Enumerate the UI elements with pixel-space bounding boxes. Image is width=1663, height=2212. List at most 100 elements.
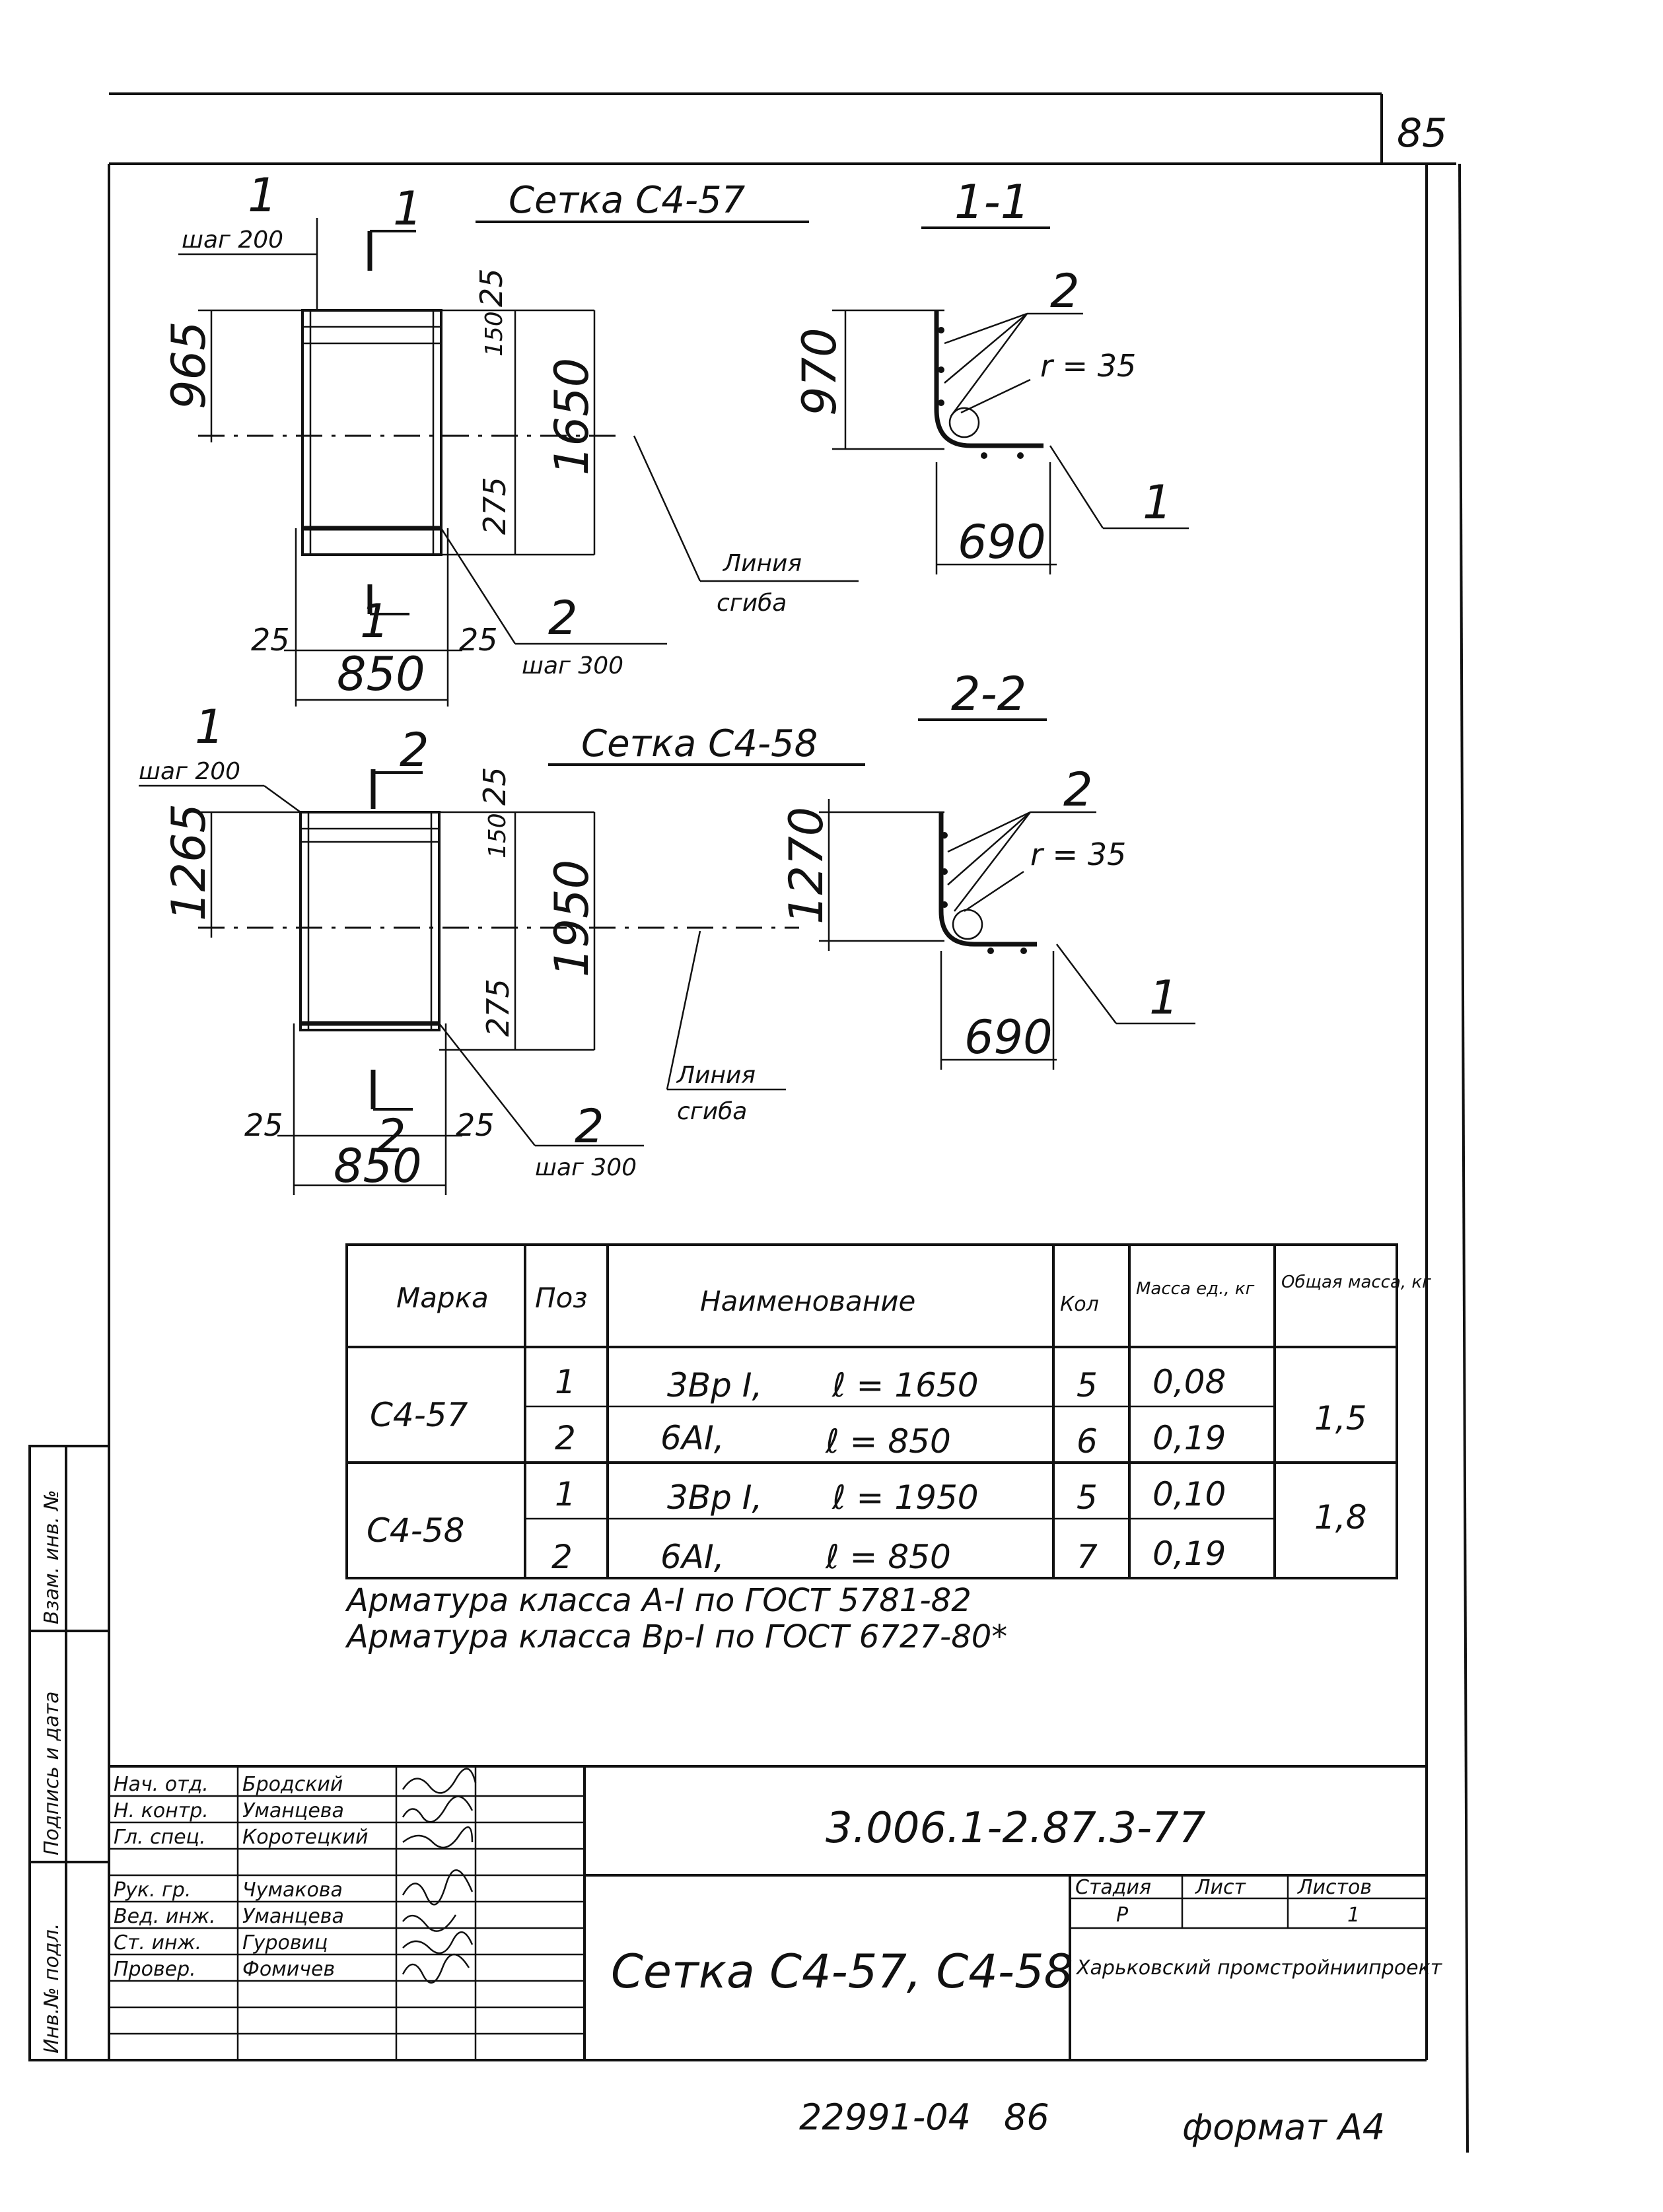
mesh-2-sec-pos-1: 1: [1149, 971, 1179, 1025]
spec-row-1-qty: 5: [1077, 1366, 1098, 1404]
spec-row-3-mass: 0,10: [1152, 1475, 1226, 1513]
spec-row-1-length: ℓ = 1650: [832, 1366, 979, 1404]
mesh-1-callout-1-step: шаг 200: [182, 226, 283, 254]
staff-name-4: Чумакова: [242, 1879, 343, 1902]
mesh-2-dim-edge-right: 25: [456, 1107, 495, 1143]
title-listov-label: Листов: [1297, 1876, 1372, 1899]
staff-name-7: Фомичев: [242, 1958, 335, 1981]
mesh-1-callout-2-num: 2: [548, 591, 578, 645]
note-line-1: Арматура класса А-I по ГОСТ 5781-82: [345, 1582, 972, 1619]
mesh-1-sec-width: 690: [958, 515, 1046, 569]
spec-row-4-pos: 2: [551, 1538, 573, 1576]
mesh-1-sec-pos-2: 2: [1050, 264, 1080, 318]
staff-name-2: Уманцева: [242, 1799, 344, 1822]
spec-row-1-name: 3Вр I,: [667, 1366, 762, 1404]
mesh-1-bend-label-1: Линия: [722, 550, 802, 577]
title-block: Нач. отд. Бродский Н. контр. Уманцева Гл…: [109, 1765, 1443, 2060]
spec-row-3-length: ℓ = 1950: [832, 1478, 979, 1517]
mesh-1-dim-150: 150: [481, 311, 508, 357]
mesh-2-title: Сетка С4-58: [581, 722, 818, 765]
mesh-2-dim-top: 25: [477, 767, 513, 806]
mesh-2-dim-height-left: 1265: [162, 804, 216, 921]
spec-group-2-total: 1,8: [1314, 1498, 1367, 1537]
staff-role-7: Провер.: [114, 1958, 196, 1981]
staff-role-4: Рук. гр.: [114, 1879, 191, 1902]
mesh-1-dim-edge-right: 25: [459, 622, 498, 658]
mesh-1-dim-275: 275: [477, 477, 513, 535]
mesh-1-sec-pos-1: 1: [1143, 475, 1172, 530]
mesh-2-dim-275: 275: [480, 979, 516, 1037]
spec-group-1-total: 1,5: [1314, 1399, 1367, 1437]
footer-number: 86: [1004, 2096, 1049, 2138]
signatures: [402, 1768, 477, 1984]
spec-group-2-mark: С4-58: [367, 1511, 464, 1550]
staff-name-1: Бродский: [242, 1773, 343, 1796]
staff-role-5: Вед. инж.: [114, 1905, 216, 1928]
spec-header-total-mass: Общая масса, кг: [1281, 1272, 1431, 1292]
mesh-2-sec-radius: r = 35: [1030, 837, 1126, 872]
spec-row-2-length: ℓ = 850: [825, 1422, 951, 1461]
spec-row-4-name: 6АI,: [660, 1538, 725, 1576]
mesh-2-dim-edge-left: 25: [244, 1107, 283, 1143]
note-line-2: Арматура класса Вр-I по ГОСТ 6727-80*: [345, 1618, 1007, 1655]
side-stamp-inv-podl: Инв.№ подл.: [40, 1923, 63, 2054]
spec-header-name: Наименование: [700, 1285, 915, 1317]
page-number: 85: [1397, 110, 1447, 156]
mesh-1-dim-width: 850: [337, 647, 425, 701]
spec-row-4-mass: 0,19: [1152, 1535, 1226, 1573]
spec-row-3-qty: 5: [1077, 1478, 1098, 1517]
spec-row-4-qty: 7: [1077, 1538, 1098, 1576]
title-designation: 3.006.1-2.87.3-77: [826, 1804, 1206, 1853]
title-listov-value: 1: [1347, 1904, 1360, 1927]
footer-format: формат А4: [1182, 2106, 1385, 2148]
spec-group-1-mark: С4-57: [370, 1396, 468, 1434]
mesh-2-sec-width: 690: [964, 1010, 1053, 1064]
spec-row-3-name: 3Вр I,: [667, 1478, 762, 1517]
mesh-1-sec-radius: r = 35: [1040, 348, 1136, 384]
mesh-1-bend-label-2: сгиба: [717, 590, 787, 617]
staff-role-3: Гл. спец.: [114, 1826, 205, 1849]
spec-row-2-pos: 2: [555, 1419, 576, 1457]
mesh-2-bend-label-1: Линия: [676, 1062, 756, 1089]
title-stadia-label: Стадия: [1075, 1876, 1151, 1899]
side-stamp-vzam: Взам. инв. №: [40, 1490, 63, 1624]
mesh-2-callout-1-step: шаг 200: [139, 758, 240, 785]
mesh-1-section-title: 1-1: [954, 175, 1030, 229]
title-stadia-value: Р: [1116, 1904, 1129, 1927]
spec-header-mark: Марка: [396, 1282, 489, 1314]
title-sheet-title: Сетка С4-57, С4-58: [611, 1945, 1073, 1999]
mesh-1-callout-2-step: шаг 300: [522, 652, 623, 679]
mesh-2-callout-2-num: 2: [575, 1099, 604, 1154]
title-organization: Харьковский промстройниипроект: [1075, 1956, 1443, 1980]
mesh-2-dim-150: 150: [484, 813, 511, 858]
mesh-1-dim-edge-left: 25: [251, 622, 290, 658]
mesh-1-dim-height-total: 1650: [545, 358, 599, 475]
mesh-1-title: Сетка С4-57: [509, 179, 746, 222]
staff-role-2: Н. контр.: [114, 1799, 209, 1822]
mesh-1-drawing: Сетка С4-57 1 шаг 200 1 965 25 150 1650 …: [162, 168, 1189, 707]
mesh-1-dim-height-left: 965: [162, 321, 216, 409]
spec-row-2-name: 6АI,: [660, 1419, 725, 1457]
mesh-1-sec-height: 970: [793, 328, 847, 416]
mesh-1-dim-top: 25: [474, 268, 509, 307]
staff-role-6: Ст. инж.: [114, 1931, 201, 1954]
mesh-2-sec-pos-2: 2: [1063, 763, 1093, 817]
mesh-2-dim-width: 850: [334, 1139, 422, 1193]
mesh-2-section-mark-top: 2: [400, 723, 429, 777]
staff-name-6: Гуровиц: [242, 1931, 328, 1954]
side-stamp-podpis: Подпись и дата: [40, 1692, 63, 1856]
staff-name-5: Уманцева: [242, 1905, 344, 1928]
spec-row-2-qty: 6: [1077, 1422, 1098, 1461]
spec-header-unit-mass: Масса ед., кг: [1136, 1279, 1255, 1299]
mesh-2-callout-1-num: 1: [195, 700, 225, 754]
spec-row-3-pos: 1: [555, 1475, 576, 1513]
sheet-frame: [108, 92, 1469, 2153]
staff-name-3: Коротецкий: [242, 1826, 369, 1849]
spec-row-4-length: ℓ = 850: [825, 1538, 951, 1576]
spec-row-2-mass: 0,19: [1152, 1419, 1226, 1457]
mesh-2-dim-height-total: 1950: [545, 860, 599, 977]
mesh-1-section-mark-bottom: 1: [360, 594, 390, 648]
footer-code: 22991-04: [799, 2096, 971, 2138]
mesh-1-section-mark-top: 1: [393, 182, 423, 236]
